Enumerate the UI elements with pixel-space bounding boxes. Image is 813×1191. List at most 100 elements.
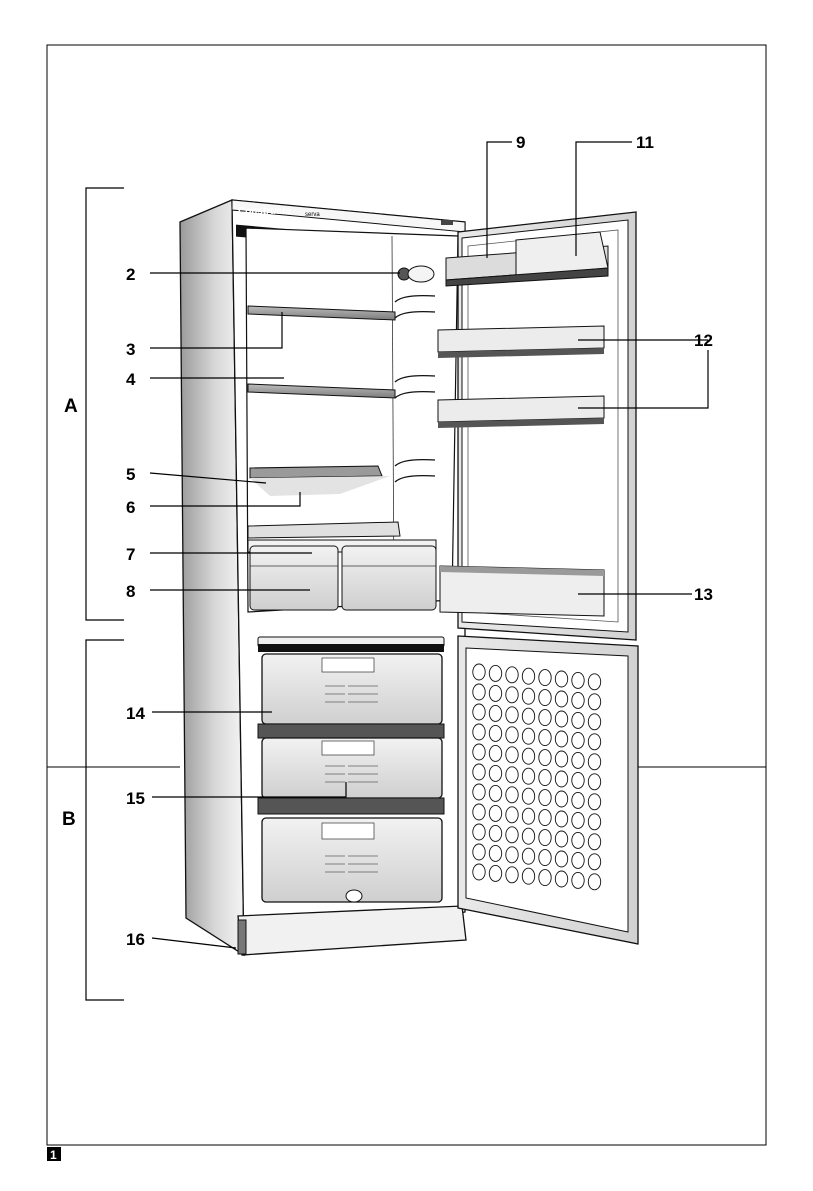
callout-9: 9: [516, 133, 525, 152]
freezer-door-dimple: [539, 850, 551, 866]
freezer-door-dimple: [555, 771, 567, 787]
freezer-door-dimple: [539, 770, 551, 786]
freezer-door-dimple: [539, 750, 551, 766]
freezer-door-dimple: [588, 694, 600, 710]
freezer-door-dimple: [506, 727, 518, 743]
freezer-door-dimple: [522, 668, 534, 684]
freezer-door-dimple: [555, 751, 567, 767]
callout-16: 16: [126, 930, 145, 949]
freezer-door-dimple: [489, 685, 501, 701]
section-a-label: A: [64, 396, 78, 417]
callout-7: 7: [126, 545, 135, 564]
freezer-door-dimple: [539, 730, 551, 746]
freezer-door-dimple: [522, 688, 534, 704]
callout-8: 8: [126, 582, 135, 601]
freezer-door-dimple: [489, 705, 501, 721]
freezer-door-dimple: [506, 787, 518, 803]
section-a-bracket: [86, 188, 124, 620]
callout-5: 5: [126, 465, 135, 484]
freezer-door-dimple: [506, 687, 518, 703]
freezer-door-dimple: [522, 848, 534, 864]
freezer-door-dimple: [489, 865, 501, 881]
freezer-door-dimple: [473, 704, 485, 720]
freezer-door-dimple: [473, 744, 485, 760]
freezer-door-dimple: [473, 824, 485, 840]
callout-6: 6: [126, 498, 135, 517]
freezer-door-dimple: [588, 814, 600, 830]
freezer-door-dimple: [506, 767, 518, 783]
section-b-bracket: [86, 640, 124, 1000]
callout-4: 4: [126, 370, 136, 389]
freezer-door-dimple: [572, 852, 584, 868]
freezer-door-dimple: [522, 708, 534, 724]
freezer-door-dimple: [588, 834, 600, 850]
freezer-door-dimple: [555, 731, 567, 747]
fridge-door: [438, 212, 636, 640]
freezer-door-dimple: [473, 724, 485, 740]
freezer-door-dimple: [572, 872, 584, 888]
freezer-door-dimple: [506, 667, 518, 683]
freezer-door-dimple: [506, 867, 518, 883]
callout-15: 15: [126, 789, 145, 808]
freezer-door-dimple: [489, 805, 501, 821]
freezer-door-dimple: [522, 768, 534, 784]
freezer-door-dimple: [489, 665, 501, 681]
freezer-door-dimple: [555, 831, 567, 847]
figure-number: 1: [50, 1148, 57, 1162]
freezer-door-dimple: [473, 864, 485, 880]
freezer-door-dimple: [588, 734, 600, 750]
freezer-door-dimple: [489, 825, 501, 841]
freezer-door-dimple: [539, 810, 551, 826]
freezer-door-dimple: [489, 845, 501, 861]
freezer-door-dimple: [588, 774, 600, 790]
freezer-door-dimple: [473, 664, 485, 680]
freezer-door-dimple: [539, 670, 551, 686]
freezer-door-dimple: [572, 672, 584, 688]
freezer-door-dimple: [572, 792, 584, 808]
freezer-door-dimple: [522, 748, 534, 764]
freezer-door-dimple: [522, 808, 534, 824]
freezer-door-dimple: [489, 765, 501, 781]
freezer-door-dimple: [473, 684, 485, 700]
callout-13: 13: [694, 585, 713, 604]
freezer-door-dimple: [572, 832, 584, 848]
freezer-door-dimple: [489, 745, 501, 761]
freezer-door-dimple: [522, 868, 534, 884]
freezer-door-dimple: [506, 807, 518, 823]
freezer-door-dimple: [555, 871, 567, 887]
freezer-door-dimple: [572, 772, 584, 788]
callout-12: 12: [694, 331, 713, 350]
fridge-cabinet: [180, 200, 466, 955]
section-b-label: B: [62, 809, 76, 830]
freezer-door: [458, 636, 638, 944]
freezer-door-dimple: [555, 811, 567, 827]
freezer-door-dimple: [506, 747, 518, 763]
freezer-door-dimple: [572, 692, 584, 708]
freezer-door-dimple: [473, 764, 485, 780]
freezer-door-dimple: [473, 844, 485, 860]
freezer-door-dimple: [522, 788, 534, 804]
freezer-door-dimple: [489, 725, 501, 741]
freezer-door-dimple: [506, 827, 518, 843]
freezer-door-dimple: [489, 785, 501, 801]
freezer-door-dimple: [588, 714, 600, 730]
freezer-door-dimple: [473, 784, 485, 800]
freezer-door-dimple: [539, 790, 551, 806]
freezer-door-dimple: [539, 710, 551, 726]
freezer-door-dimple: [572, 752, 584, 768]
freezer-door-dimple: [539, 870, 551, 886]
freezer-door-dimple: [572, 812, 584, 828]
freezer-door-dimple: [588, 674, 600, 690]
freezer-door-dimple: [539, 690, 551, 706]
callout-3: 3: [126, 340, 135, 359]
callout-14: 14: [126, 704, 145, 723]
freezer-door-dimple: [588, 754, 600, 770]
freezer-drawers: [258, 654, 444, 902]
brand-model: serva: [305, 212, 320, 218]
brand-logo: Constructa: [238, 206, 291, 217]
freezer-door-dimple: [506, 707, 518, 723]
freezer-door-dimple: [522, 728, 534, 744]
freezer-door-dimple: [522, 828, 534, 844]
freezer-door-dimple: [572, 712, 584, 728]
